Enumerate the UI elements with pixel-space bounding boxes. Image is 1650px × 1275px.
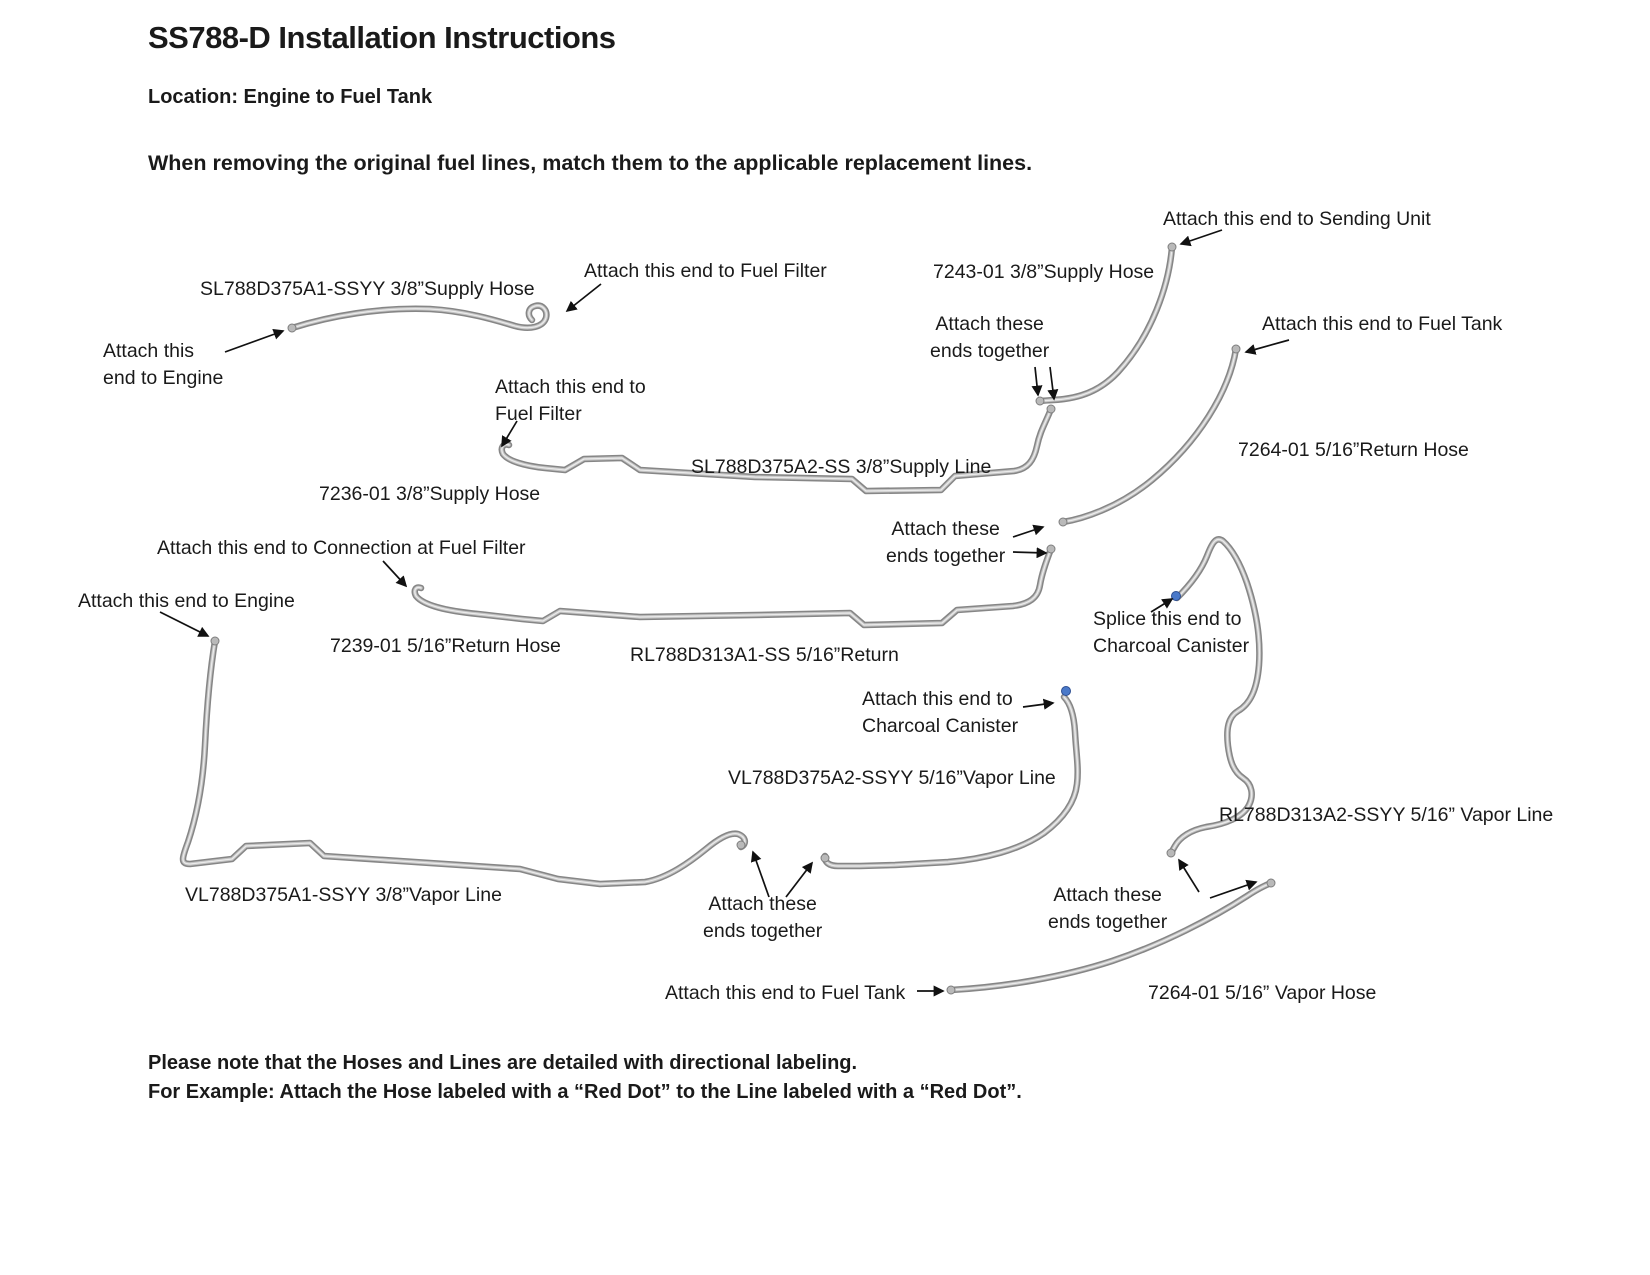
arrow-to-splice [1150, 598, 1174, 613]
hose-sl788d375a1-supply [292, 306, 546, 328]
label-ends-together-bottom-left: Attach these ends together [703, 893, 823, 942]
vapor-line-bottom-fitting [1166, 848, 1176, 858]
label-hose-7264-vapor: 7264-01 5/16” Vapor Hose [1148, 982, 1377, 1004]
label-attach-fuel-filter-mid: Attach this end to Fuel Filter [495, 376, 646, 425]
label-attach-engine-top: Attach this end to Engine [103, 340, 224, 389]
footer-note-line1: Please note that the Hoses and Lines are… [148, 1052, 858, 1074]
label-line-rl788d313a1: RL788D313A1-SS 5/16”Return [630, 644, 899, 666]
intro-instruction: When removing the original fuel lines, m… [148, 151, 1033, 175]
page-title: SS788-D Installation Instructions [148, 20, 616, 55]
label-attach-fuel-tank-bottom: Attach this end to Fuel Tank [665, 982, 906, 1004]
label-ends-together-mid: Attach these ends together [886, 518, 1006, 567]
arrow-ends-mid-b [1012, 547, 1048, 559]
label-hose-sl788d375a1: SL788D375A1-SSYY 3/8”Supply Hose [200, 278, 535, 300]
arrow-ends-bottom-left-b [785, 861, 814, 898]
label-attach-charcoal-canister: Attach this end to Charcoal Canister [862, 688, 1019, 737]
supply-hose-junction-fitting [1035, 396, 1045, 406]
vapor-engine-end-fitting [210, 636, 220, 646]
label-line-sl788d375a2: SL788D375A2-SS 3/8”Supply Line [691, 456, 992, 478]
arrow-to-connection-fuel-filter [382, 560, 408, 588]
return-line-junction-fitting [1046, 544, 1056, 554]
label-attach-engine-left: Attach this end to Engine [78, 590, 295, 612]
vapor-hose-tank-fitting [946, 985, 956, 995]
return-hose-junction-fitting [1058, 517, 1068, 527]
fuel-tank-end-fitting [1231, 344, 1241, 354]
label-ends-together-top: Attach these ends together [930, 313, 1050, 362]
label-splice-charcoal-canister: Splice this end to Charcoal Canister [1093, 608, 1250, 657]
location-subtitle: Location: Engine to Fuel Tank [148, 86, 433, 108]
arrow-ends-mid-a [1012, 524, 1045, 538]
label-line-vl788d375a1: VL788D375A1-SSYY 3/8”Vapor Line [185, 884, 502, 906]
arrow-ends-bottom-left-a [750, 850, 770, 898]
arrow-to-fuel-filter-top [565, 283, 602, 313]
arrow-to-sending-unit [1179, 229, 1223, 247]
label-line-vl788d375a2: VL788D375A2-SSYY 5/16”Vapor Line [728, 767, 1056, 789]
label-attach-fuel-filter-top: Attach this end to Fuel Filter [584, 260, 827, 282]
footer-note: Please note that the Hoses and Lines are… [148, 1049, 1022, 1107]
arrow-ends-top-b [1047, 366, 1059, 401]
arrow-ends-bottom-right-b [1209, 879, 1258, 899]
line-vl788d375a1-vapor [183, 641, 745, 884]
splice-marker [1171, 591, 1181, 601]
vapor-hose-end-fitting [1266, 878, 1276, 888]
supply-line-junction-fitting [1046, 404, 1056, 414]
arrow-to-fuel-tank-right [1244, 339, 1290, 355]
label-attach-connection-fuel-filter: Attach this end to Connection at Fuel Fi… [157, 537, 526, 559]
sending-unit-end-fitting [1167, 242, 1177, 252]
arrow-ends-top-a [1031, 366, 1043, 397]
label-hose-7236: 7236-01 3/8”Supply Hose [319, 483, 541, 505]
charcoal-canister-connector [1061, 686, 1071, 696]
arrow-to-fuel-filter-mid [501, 420, 518, 448]
vapor-junction-right-fitting [820, 853, 830, 863]
label-hose-7264-return: 7264-01 5/16”Return Hose [1238, 439, 1469, 461]
label-attach-sending-unit: Attach this end to Sending Unit [1163, 208, 1431, 230]
label-ends-together-bottom-right: Attach these ends together [1048, 884, 1168, 933]
label-line-rl788d313a2: RL788D313A2-SSYY 5/16” Vapor Line [1219, 804, 1554, 826]
arrow-ends-bottom-right-a [1178, 858, 1200, 893]
footer-note-line2: For Example: Attach the Hose labeled wit… [148, 1081, 1022, 1103]
vapor-junction-left-fitting [736, 840, 746, 850]
hose-7264-return [1063, 349, 1236, 522]
arrow-to-engine-top [224, 329, 285, 353]
engine-end-fitting [287, 323, 297, 333]
arrow-to-engine-left [159, 611, 210, 637]
label-hose-7239: 7239-01 5/16”Return Hose [330, 635, 561, 657]
arrow-to-charcoal-canister [1022, 698, 1055, 710]
label-hose-7243: 7243-01 3/8”Supply Hose [933, 261, 1155, 283]
label-attach-fuel-tank-right: Attach this end to Fuel Tank [1262, 313, 1503, 335]
